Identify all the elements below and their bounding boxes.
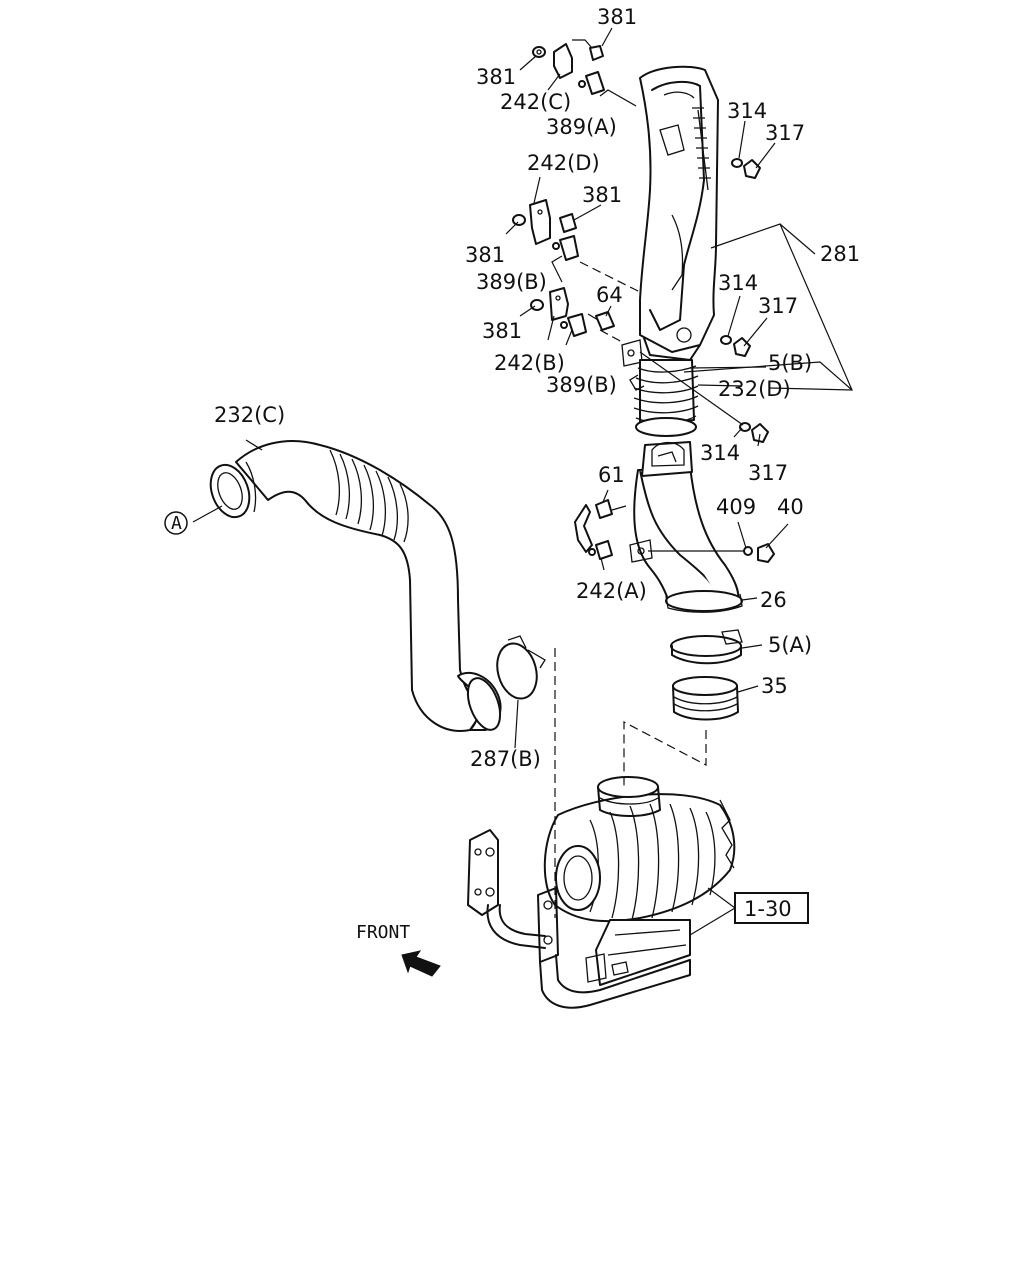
upper-intake-duct xyxy=(621,65,719,367)
label-26: 26 xyxy=(760,588,787,612)
leader-lines xyxy=(192,27,853,936)
label-314-c: 314 xyxy=(700,441,740,465)
label-381-d: 381 xyxy=(482,319,522,343)
label-35: 35 xyxy=(761,674,788,698)
label-314-b: 314 xyxy=(718,271,758,295)
part-labels: 381 381 242(C) 389(A) 314 317 242(D) 381… xyxy=(171,5,860,943)
collar-35 xyxy=(672,676,739,721)
label-5a: 5(A) xyxy=(768,633,812,657)
label-287b: 287(B) xyxy=(470,747,541,771)
mounting-bracket xyxy=(467,829,691,1009)
clamp-5a xyxy=(670,629,743,665)
label-front: FRONT xyxy=(356,922,410,943)
ref-box-1-30 xyxy=(734,892,809,924)
clamp-287b xyxy=(496,635,546,700)
label-317-b: 317 xyxy=(758,294,798,318)
label-242c: 242(C) xyxy=(500,90,571,114)
label-314-a: 314 xyxy=(727,99,767,123)
label-64: 64 xyxy=(596,283,623,307)
label-389a: 389(A) xyxy=(546,115,617,139)
label-317-a: 317 xyxy=(765,121,805,145)
label-381-c: 381 xyxy=(465,243,505,267)
label-409: 409 xyxy=(716,495,756,519)
label-281: 281 xyxy=(820,242,860,266)
label-381-a: 381 xyxy=(476,65,516,89)
ref-circle-a xyxy=(164,511,188,535)
label-317-c: 317 xyxy=(748,461,788,485)
label-389b-a: 389(B) xyxy=(476,270,547,294)
label-242b: 242(B) xyxy=(494,351,565,375)
elbow-26 xyxy=(629,441,743,613)
air-cleaner xyxy=(543,776,736,986)
hose-232c xyxy=(209,440,502,732)
label-61: 61 xyxy=(598,463,625,487)
bellows-232d xyxy=(629,359,699,437)
front-arrow xyxy=(401,950,441,977)
label-242a: 242(A) xyxy=(576,579,647,603)
label-a: A xyxy=(171,513,182,534)
hardware xyxy=(512,43,775,563)
label-389b-b: 389(B) xyxy=(546,373,617,397)
label-40: 40 xyxy=(777,495,804,519)
label-232c: 232(C) xyxy=(214,403,285,427)
label-381-top: 381 xyxy=(597,5,637,29)
label-5b: 5(B) xyxy=(768,351,812,375)
label-381-b: 381 xyxy=(582,183,622,207)
label-1-30: 1-30 xyxy=(744,897,792,921)
label-232d: 232(D) xyxy=(718,377,791,401)
label-242d: 242(D) xyxy=(527,151,600,175)
